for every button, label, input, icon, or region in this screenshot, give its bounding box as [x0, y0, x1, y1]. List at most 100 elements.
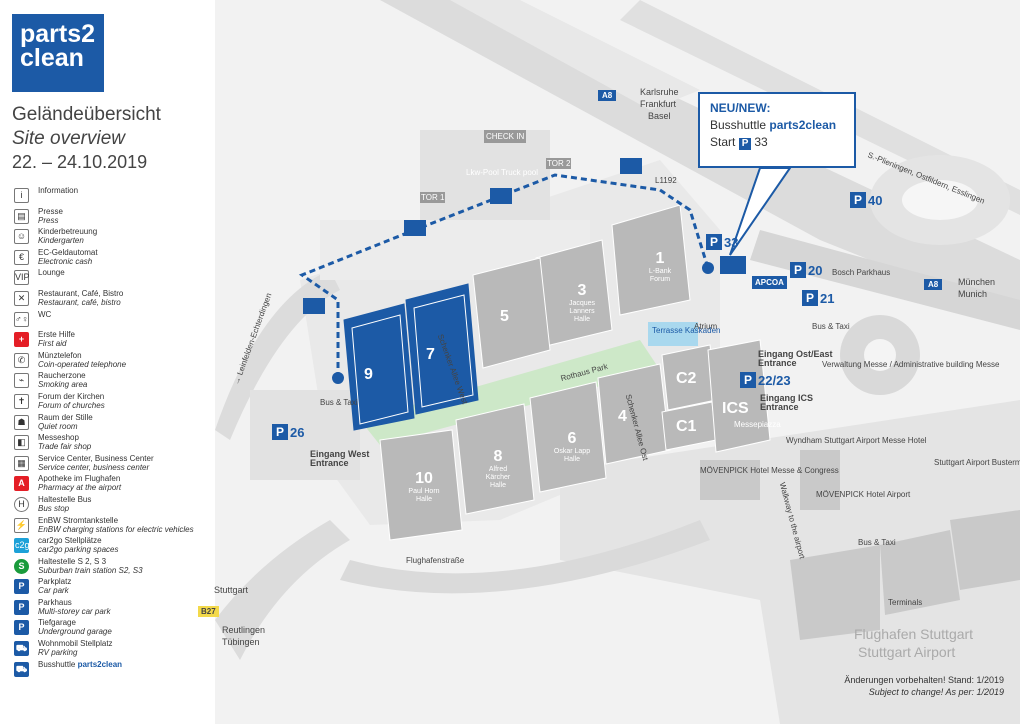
- checkin-label: CHECK IN: [484, 130, 527, 143]
- parking-icon: P: [272, 424, 289, 440]
- halls-layer: [343, 204, 771, 541]
- hall-number: 9: [364, 366, 373, 383]
- legend-label-en: Press: [38, 215, 59, 225]
- parts2clean-logo: parts2 clean: [12, 14, 104, 92]
- legend-label-de: WC: [38, 310, 51, 319]
- legend-label-de: Münztelefon: [38, 351, 126, 360]
- legend-label-de: Parkhaus: [38, 598, 110, 607]
- hall-number: 1: [655, 250, 665, 267]
- legend-label-de-text: Parkplatz: [38, 577, 72, 587]
- munich-label: Munich: [958, 289, 988, 299]
- legend-label-de: Kinderbetreuung: [38, 227, 97, 236]
- underground-parking-icon: P: [14, 620, 29, 636]
- hall-number: C2: [676, 370, 697, 387]
- busterminal-label: Stuttgart Airport Busterminal (SAB): [934, 458, 1020, 467]
- basel-label: Basel: [648, 111, 671, 121]
- legend-label-de-text: Lounge: [38, 268, 65, 278]
- legend-label-de: Raucherzone: [38, 371, 87, 380]
- bus-stop-icon: H: [14, 496, 29, 512]
- parking-number: 20: [808, 262, 823, 278]
- rv-parking-icon: ⛟: [14, 641, 29, 657]
- legend-text: Lounge: [38, 268, 65, 277]
- west-entrance-de: Eingang West: [310, 449, 370, 459]
- legend-label-de: Raum der Stille: [38, 413, 93, 422]
- legend-label-de: EC-Geldautomat: [38, 248, 98, 257]
- legend-label-en: Kindergarten: [38, 236, 84, 246]
- tuebingen-label: Tübingen: [222, 637, 260, 647]
- legend-label-de: Information: [38, 186, 78, 195]
- reutlingen-label: Reutlingen: [222, 625, 266, 635]
- muenchen-label: München: [958, 277, 996, 287]
- a8-badge-right: A8: [924, 279, 943, 290]
- legend-label-de: Forum der Kirchen: [38, 392, 105, 401]
- footer-en: Subject to change! As per: 1/2019: [868, 687, 1004, 697]
- title-block: Geländeübersicht Site overview 22. – 24.…: [12, 104, 161, 173]
- hall-number: 3: [577, 282, 587, 299]
- footer-de: Änderungen vorbehalten! Stand: 1/2019: [844, 675, 1004, 685]
- parking-number: 26: [290, 424, 305, 440]
- b27-badge: B27: [198, 606, 219, 617]
- train-station-icon: S: [14, 558, 29, 574]
- messepiazza-label: Messepiazza: [734, 420, 781, 429]
- shop-icon: ◧: [14, 435, 29, 451]
- callout-start-text: Start: [710, 135, 739, 149]
- footer-note: Änderungen vorbehalten! Stand: 1/2019 Su…: [844, 674, 1004, 698]
- terrace-area: [648, 322, 698, 346]
- legend-label-de-text: Apotheke im Flughafen: [38, 474, 121, 484]
- legend-label-en: Underground garage: [38, 627, 112, 637]
- legend-label-en: EnBW charging stations for electric vehi…: [38, 524, 194, 534]
- legend-label-de-text: Haltestelle S 2, S 3: [38, 556, 107, 566]
- legend-label-en: First aid: [38, 339, 67, 349]
- legend-label-en: Trade fair shop: [38, 442, 92, 452]
- hall-name: Jacques Lanners Halle: [568, 300, 596, 323]
- title-en: Site overview: [12, 128, 125, 149]
- legend-brand: parts2clean: [77, 659, 123, 669]
- legend-label-en: Car park: [38, 586, 69, 596]
- car2go-icon: c2g: [14, 538, 30, 554]
- bosch-parkhaus-label: Bosch Parkhaus: [832, 268, 891, 277]
- legend-label-de-text: Parkhaus: [38, 597, 72, 607]
- legend-label-de-text: Restaurant, Café, Bistro: [38, 288, 124, 298]
- hall-8: [455, 403, 535, 515]
- rothaus-park: [360, 340, 660, 445]
- west-entrance-en: Entrance: [310, 458, 349, 468]
- church-icon: ✝: [14, 393, 29, 409]
- legend-text: Information: [38, 186, 78, 195]
- atm-icon: €: [14, 249, 29, 265]
- parking-icon: P: [14, 579, 29, 595]
- vip-icon: VIP: [14, 270, 30, 286]
- apcoa-label: APCOA: [752, 276, 787, 289]
- ics-entrance-de: Eingang ICS: [760, 393, 814, 403]
- parking-number: 21: [820, 290, 835, 306]
- verwaltung-label: Verwaltung Messe / Administrative buildi…: [822, 360, 1000, 369]
- parking-number: 40: [868, 192, 883, 208]
- hall-6: [529, 381, 607, 493]
- callout-shuttle-text: Busshuttle: [710, 118, 770, 132]
- hall-name: Alfred Kärcher Halle: [485, 466, 511, 489]
- restaurant-icon: ✕: [14, 290, 29, 306]
- callout-pointer: [729, 167, 792, 256]
- hall-10: [379, 429, 463, 541]
- tor2-label: TOR 2: [546, 158, 572, 169]
- kindergarten-icon: ☺: [14, 229, 29, 245]
- legend-label-en: Service center, business center: [38, 462, 150, 472]
- hall-1: [611, 204, 691, 316]
